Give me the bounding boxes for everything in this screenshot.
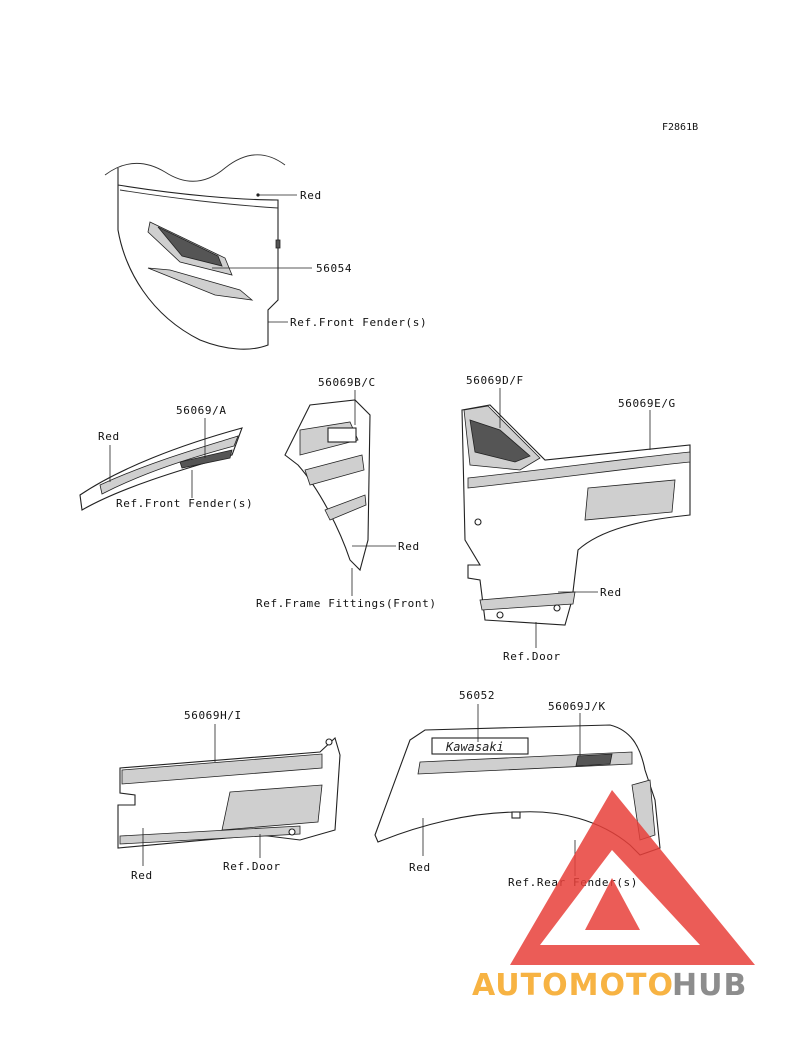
door-upper-part-number-right: 56069E/G	[618, 397, 676, 410]
leader-front-cowl-red-dot	[256, 193, 260, 197]
front-cowl-lower-vent	[147, 267, 254, 301]
front-cowl-part-number: 56054	[316, 262, 352, 275]
front-cowl-tab	[275, 239, 281, 249]
watermark: AUTOMOTO HUB	[472, 790, 755, 1003]
door-panel-lower-top-stripe	[121, 753, 323, 785]
door-lower-red-label: Red	[131, 869, 153, 882]
door-panel-lower-group: 56069H/I Red Ref.Door	[117, 709, 341, 882]
front-cowl-crease	[119, 189, 279, 209]
rear-fender-part-number-left: 56052	[459, 689, 495, 702]
door-panel-upper-window	[584, 479, 676, 521]
frame-panel-low-stripe	[324, 494, 367, 521]
front-cowl-red-label: Red	[300, 189, 322, 202]
front-fender-ref-label: Ref.Front Fender(s)	[116, 497, 253, 510]
front-cowl-ref-label: Ref.Front Fender(s)	[290, 316, 427, 329]
door-panel-upper-vent-grille	[469, 419, 531, 463]
door-panel-upper-bolt-2	[496, 611, 504, 619]
watermark-text-automoto: AUTOMOTO	[472, 968, 674, 1003]
front-fender-stripe-group: 56069/A Red Ref.Front Fender(s)	[79, 404, 253, 511]
door-upper-red-label: Red	[600, 586, 622, 599]
door-upper-ref-label: Ref.Door	[503, 650, 561, 663]
door-upper-part-number-left: 56069D/F	[466, 374, 524, 387]
door-panel-lower-bottom-stripe	[119, 825, 301, 845]
frame-panel-part-number: 56069B/C	[318, 376, 376, 389]
figure-code: F2861B	[662, 122, 698, 133]
door-panel-upper-group: 56069D/F 56069E/G Red Ref.Door	[461, 374, 691, 663]
watermark-triangle-inner	[585, 878, 640, 930]
rear-fender-group: Kawasaki 56052 56069J/K Red Ref.Rear Fen…	[374, 689, 661, 889]
frame-panel-eps-badge	[327, 427, 357, 443]
rear-fender-red-label: Red	[409, 861, 431, 874]
rear-fender-brand-text: Kawasaki	[445, 740, 504, 754]
door-panel-lower-bolt-2	[288, 828, 296, 836]
rear-fender-4x4-badge	[575, 753, 613, 767]
door-panel-upper-lower-stripe	[479, 591, 576, 611]
door-panel-upper-bolt-3	[553, 604, 561, 612]
front-fender-stripe-band	[99, 435, 239, 495]
rear-fender-tab	[511, 811, 521, 819]
front-cowl-emblem-inner	[157, 226, 223, 267]
rear-fender-part-number-right: 56069J/K	[548, 700, 606, 713]
door-panel-lower-window	[221, 784, 323, 831]
door-lower-part-number: 56069H/I	[184, 709, 242, 722]
frame-panel-group: 56069B/C Red Ref.Frame Fittings(Front)	[256, 376, 437, 610]
door-panel-upper-bolt-1	[474, 518, 482, 526]
door-panel-lower-bolt-1	[325, 738, 333, 746]
front-fender-stripe-accent	[179, 449, 233, 469]
front-cowl-break-line	[104, 154, 286, 182]
door-panel-upper-stripe	[467, 451, 691, 489]
watermark-text-hub: HUB	[672, 968, 747, 1003]
front-fender-part-number: 56069/A	[176, 404, 227, 417]
rear-fender-brand-decal	[431, 737, 529, 755]
front-fender-red-label: Red	[98, 430, 120, 443]
frame-panel-red-label: Red	[398, 540, 420, 553]
frame-panel-ref-label: Ref.Frame Fittings(Front)	[256, 597, 437, 610]
door-lower-ref-label: Ref.Door	[223, 860, 281, 873]
watermark-triangle-icon	[510, 790, 755, 965]
frame-panel-mid-stripe	[304, 454, 365, 486]
front-cowl-group: Red 56054 Ref.Front Fender(s)	[104, 154, 427, 350]
